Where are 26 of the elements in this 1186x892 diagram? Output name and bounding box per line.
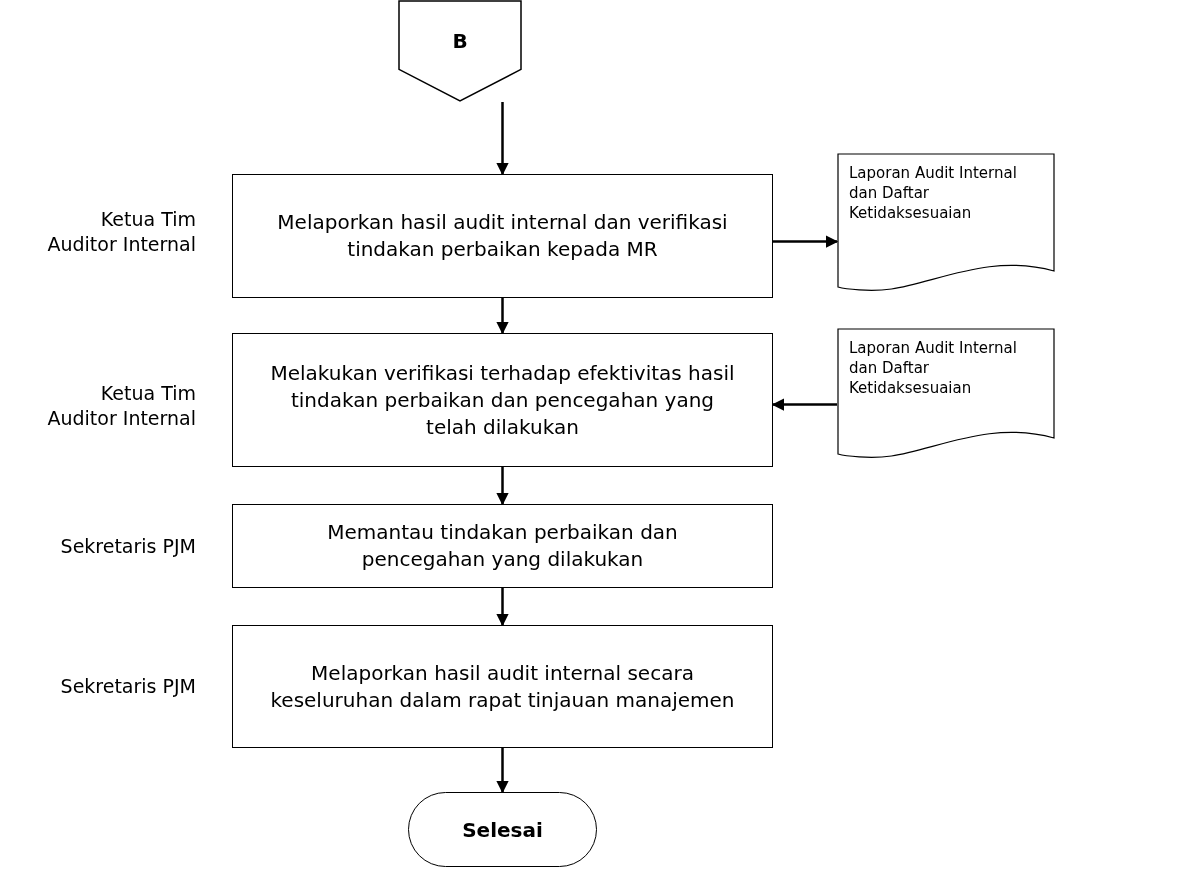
- arrow: [771, 398, 837, 411]
- arrow: [496, 748, 509, 794]
- node-text: Melakukan verifikasi terhadap efektivitas hasil tindakan perbaikan dan pencegahan yang telah dilakukan: [269, 359, 736, 441]
- role-label: Ketua Tim Auditor Internal: [46, 381, 196, 431]
- document-shape: [837, 153, 1055, 293]
- role-label: Sekretaris PJM: [59, 533, 196, 559]
- node-text: Laporan Audit Internal dan Daftar Ketidaksesuaian: [849, 163, 1018, 223]
- process-box: [232, 625, 773, 748]
- node-text: Melaporkan hasil audit internal dan verifikasi tindakan perbaikan kepada MR: [276, 209, 729, 263]
- arrow: [496, 588, 509, 627]
- arrow: [496, 467, 509, 506]
- node-text: Melaporkan hasil audit internal secara keseluruhan dalam rapat tinjauan manajemen: [269, 659, 736, 714]
- node-text: B: [452, 28, 468, 55]
- role-label: Sekretaris PJM: [59, 673, 196, 699]
- arrow: [496, 298, 509, 335]
- document-shape: [837, 328, 1055, 460]
- node-text: Memantau tindakan perbaikan dan pencegahan yang dilakukan: [326, 519, 679, 573]
- role-label: Ketua Tim Auditor Internal: [46, 207, 196, 257]
- node-text: Selesai: [462, 816, 543, 844]
- process-box: [232, 333, 773, 467]
- process-box: [232, 174, 773, 298]
- process-box: [232, 504, 773, 588]
- arrow: [773, 235, 839, 248]
- node-text: Laporan Audit Internal dan Daftar Ketidaksesuaian: [849, 338, 1018, 398]
- arrow: [496, 102, 509, 176]
- off-page-connector: [398, 0, 522, 102]
